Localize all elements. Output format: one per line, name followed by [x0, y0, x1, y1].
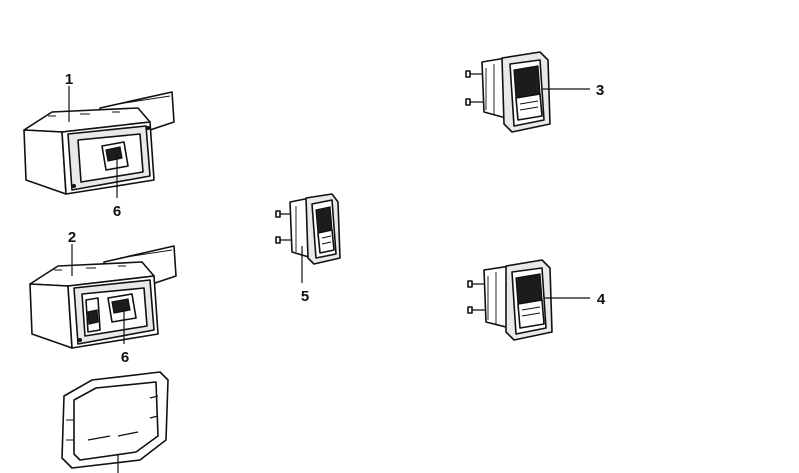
leader-lines: [68, 86, 303, 473]
callout-5: 5: [301, 288, 309, 305]
bezel-frame: [61, 371, 169, 469]
part-2-switch-housing: [29, 245, 177, 349]
part-4-rocker-switch: [467, 259, 590, 341]
part-1-switch-housing: [23, 91, 175, 195]
callout-4: 4: [597, 291, 606, 308]
part-5-small-switch: [275, 193, 341, 265]
callout-6-lower: 6: [121, 349, 129, 366]
callout-2: 2: [68, 229, 76, 246]
callout-3: 3: [596, 82, 604, 99]
part-3-rocker-switch: [465, 51, 590, 133]
callout-6-upper: 6: [113, 203, 121, 220]
callout-1: 1: [65, 71, 73, 88]
